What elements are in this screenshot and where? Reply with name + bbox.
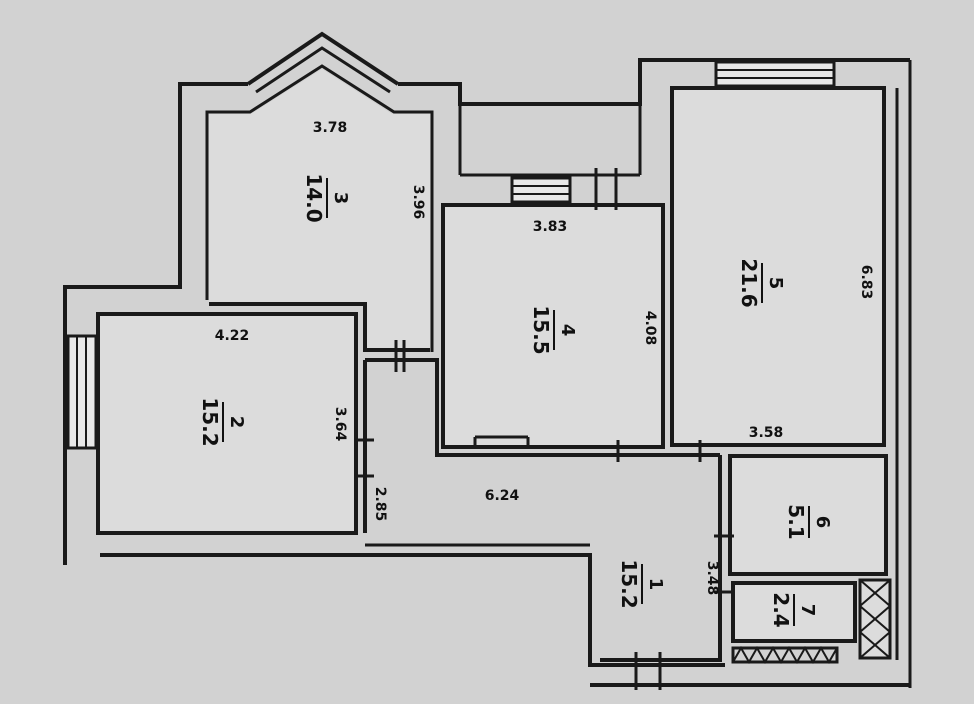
- window-room-2: [66, 334, 98, 450]
- svg-text:15.2: 15.2: [198, 397, 222, 446]
- room-3-label: 3 14.0: [302, 173, 351, 222]
- room-5-label: 5 21.6: [737, 258, 786, 307]
- room-labels: 3 14.0 4 15.5 5 21.6 2 15.2 6 5.1 7 2.4: [198, 173, 833, 627]
- svg-text:15.2: 15.2: [617, 559, 641, 608]
- outer-walls: [63, 31, 912, 688]
- window-room-5: [714, 60, 836, 88]
- room-5-outline: [670, 86, 886, 447]
- room-4-label: 4 15.5: [529, 305, 578, 354]
- dim-room5-depth: 6.83: [858, 265, 874, 300]
- svg-text:2.4: 2.4: [769, 592, 793, 627]
- hallway-walls: [363, 104, 722, 662]
- dim-hall-width: 2.85: [372, 487, 388, 522]
- bath-wall-hatch: [731, 645, 839, 665]
- dim-room1-depth: 3.48: [704, 561, 720, 596]
- dimension-labels: 3.78 3.96 3.83 4.08 4.22 3.64 6.83 3.58 …: [215, 120, 874, 595]
- svg-text:21.6: 21.6: [737, 258, 761, 307]
- room-2-label: 2 15.2: [198, 397, 247, 446]
- svg-text:2: 2: [226, 416, 247, 429]
- dim-room2-depth: 3.64: [332, 407, 348, 442]
- svg-text:6: 6: [812, 516, 833, 529]
- svg-text:5: 5: [765, 277, 786, 290]
- vent-shaft: [858, 578, 892, 660]
- svg-text:5.1: 5.1: [784, 504, 808, 539]
- svg-text:14.0: 14.0: [302, 173, 326, 222]
- svg-text:4: 4: [557, 324, 578, 337]
- room-7-label: 7 2.4: [769, 592, 818, 627]
- dim-room3-depth: 3.96: [410, 185, 426, 220]
- svg-text:3: 3: [330, 192, 351, 205]
- svg-text:7: 7: [797, 604, 818, 617]
- window-room-4: [510, 176, 572, 204]
- room-2-outline: [96, 312, 358, 535]
- dim-room3-width: 3.78: [313, 120, 348, 136]
- room-outlines: [96, 86, 888, 643]
- dim-hall-length: 6.24: [485, 488, 520, 504]
- dim-room4-depth: 4.08: [642, 311, 658, 346]
- dim-room5-width: 3.58: [749, 425, 784, 441]
- dim-room2-width: 4.22: [215, 328, 250, 344]
- door-markers: [356, 168, 734, 690]
- windows: [66, 60, 836, 450]
- room-3-outline: [209, 69, 430, 350]
- room-1-label: 1 15.2: [617, 559, 666, 608]
- svg-text:1: 1: [645, 578, 666, 591]
- svg-text:15.5: 15.5: [529, 305, 553, 354]
- dim-room4-width: 3.83: [533, 219, 568, 235]
- room-6-label: 6 5.1: [784, 504, 833, 539]
